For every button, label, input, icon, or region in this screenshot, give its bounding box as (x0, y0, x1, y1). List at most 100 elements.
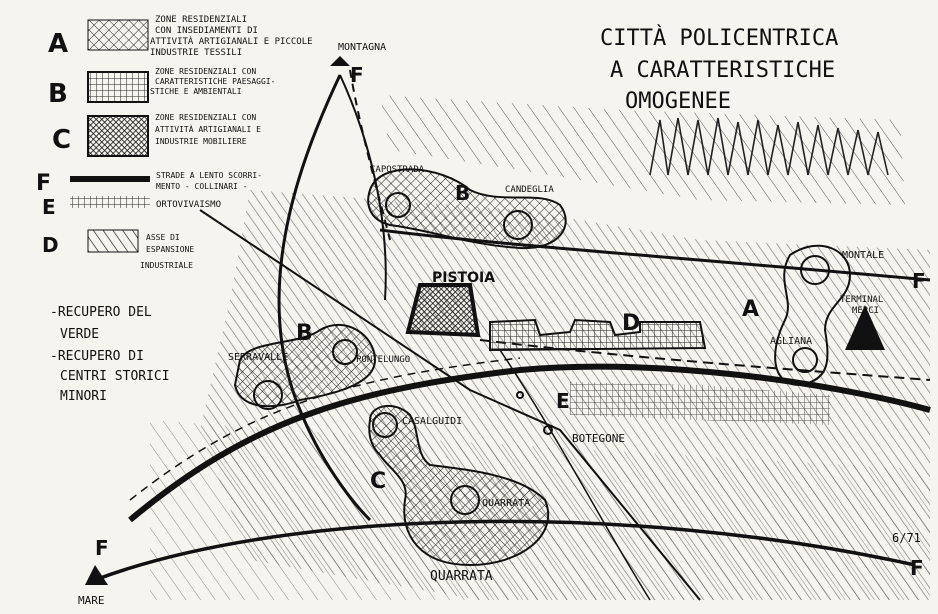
legend-c-line-1: ZONE RESIDENZIALI CON (155, 113, 256, 122)
centre-circles (253, 192, 830, 515)
zone-label-d: D (622, 311, 640, 336)
legend-b-line-3: STICHE E AMBIENTALI (150, 87, 242, 96)
highway-road (128, 363, 931, 523)
zone-label-f-sw: F (95, 536, 109, 560)
zone-label-e: E (556, 389, 570, 413)
label-pontelungo: PONTELUNGO (356, 355, 410, 365)
label-montagna: MONTAGNA (338, 42, 386, 53)
agliana-circle (792, 347, 818, 373)
casalguidi-circle (372, 412, 398, 438)
legend-f-letter: F (36, 171, 51, 196)
label-quarrata-inner: QUARRATA (482, 498, 530, 509)
legend-f-line-1: STRADE A LENTO SCORRI- (156, 171, 262, 180)
diagonal-road (199, 209, 701, 601)
zone-label-f-east: F (912, 269, 926, 293)
zone-e-nursery (570, 382, 830, 425)
legend-d-line-2: ESPANSIONE (146, 245, 194, 254)
legend-a-line-1: ZONE RESIDENZIALI (155, 15, 247, 25)
legend-texts: ZONE RESIDENZIALI CON INSEDIAMENTI DI AT… (140, 15, 313, 270)
label-casalguidi: CASALGUIDI (402, 416, 462, 427)
hill-stroke-texture (649, 117, 889, 176)
note-line-4: CENTRI STORICI (60, 369, 170, 384)
notes: -RECUPERO DEL VERDE -RECUPERO DI CENTRI … (50, 305, 170, 404)
east-diagonal-road (499, 349, 651, 601)
title-line-2: A CARATTERISTICHE (610, 58, 835, 83)
mare-triangle (85, 565, 108, 585)
zone-b-north (367, 168, 567, 250)
label-agliana: AGLIANA (770, 336, 812, 347)
legend-e-swatch (70, 196, 150, 208)
legend-e-letter: E (42, 195, 56, 219)
label-terminal-2: MERCI (852, 306, 879, 316)
legend-d-letter: D (42, 233, 59, 257)
legend-c-swatch (87, 115, 149, 157)
legend-a-line-2: CON INSEDIAMENTI DI (155, 26, 258, 36)
zone-label-b-west: B (296, 321, 313, 346)
candeglia-circle (503, 210, 533, 240)
label-capostrada: CAPOSTRADA (370, 165, 425, 175)
legend-d-swatch (87, 229, 139, 253)
montale-circle (800, 255, 830, 285)
zone-label-a: A (742, 297, 759, 322)
zone-c-casalguidi (368, 405, 550, 567)
pontelungo-circle (332, 339, 358, 365)
label-pistoia: PISTOIA (432, 270, 495, 286)
quarrata-circle (450, 485, 480, 515)
zones (85, 56, 885, 585)
legend-f-line-2: MENTO - COLLINARI - (156, 182, 248, 191)
road-dot (516, 391, 524, 399)
legend-d-line-1: ASSE DI (146, 233, 180, 242)
legend-e-line-1: ORTOVIVAISMO (156, 200, 221, 210)
legend-b-line-2: CARATTERISTICHE PAESAGGI- (155, 77, 275, 86)
botegone-dot (543, 425, 553, 435)
zone-label-b-north: B (455, 181, 470, 205)
zone-a-montale-agliana (774, 244, 852, 387)
roads (94, 69, 931, 601)
legend-a-line-3: ATTIVITÀ ARTIGIANALI E PICCOLE (150, 35, 313, 47)
zone-d-industrial (489, 318, 707, 352)
note-line-1: -RECUPERO DEL (50, 305, 152, 320)
pistoia-center (405, 283, 481, 338)
mountain-triangle (330, 56, 350, 66)
terminal-triangle (845, 305, 885, 350)
label-montale: MONTALE (842, 250, 884, 261)
note-line-5: MINORI (60, 389, 107, 404)
legend-f-swatch (70, 176, 150, 182)
serravalle-circle (253, 380, 283, 410)
zone-label-c: C (370, 469, 386, 494)
label-serravalle: SERRAVALLE (228, 352, 288, 363)
note-line-2: VERDE (60, 327, 99, 342)
hill-strokes (649, 117, 889, 176)
legend-c-line-3: INDUSTRIE MOBILIERE (155, 137, 247, 146)
highway-road-edge (129, 357, 521, 501)
label-mare: MARE (78, 594, 105, 607)
legend-c-line-2: ATTIVITÀ ARTIGIANALI E (155, 123, 261, 134)
zone-labels: B B D A C E F F F F (95, 63, 926, 580)
note-line-3: -RECUPERO DI (50, 349, 144, 364)
legend-b-swatch (87, 71, 149, 103)
legend-d-line-3: INDUSTRIALE (140, 261, 193, 270)
legend-b-line-1: ZONE RESIDENZIALI CON (155, 67, 256, 76)
label-quarrata: QUARRATA (430, 569, 493, 584)
capostrada-circle (385, 192, 411, 218)
label-botegone: BOTEGONE (572, 432, 625, 445)
zone-b-west (233, 323, 377, 408)
place-labels: MONTAGNA PISTOIA MONTALE AGLIANA TERMINA… (78, 42, 884, 607)
label-terminal-1: TERMINAL (840, 295, 883, 305)
zone-label-f-top: F (350, 63, 364, 87)
sketch-title: CITTÀ POLICENTRICA A CARATTERISTICHE OMO… (600, 25, 838, 114)
legend-a-swatch (87, 19, 149, 51)
hill-road-north (379, 228, 931, 282)
title-line-3: OMOGENEE (625, 89, 731, 114)
hill-hatch-area (380, 95, 905, 205)
legend-c-letter: C (52, 125, 71, 155)
zone-label-f-se: F (910, 556, 924, 580)
legend-a-letter: A (48, 29, 68, 59)
legend-letters: A B C F E D (36, 29, 71, 257)
legend (70, 19, 150, 253)
label-candeglia: CANDEGLIA (505, 185, 554, 195)
title-line-1: CITTÀ POLICENTRICA (600, 25, 838, 51)
signature: 6/71 (892, 531, 921, 545)
